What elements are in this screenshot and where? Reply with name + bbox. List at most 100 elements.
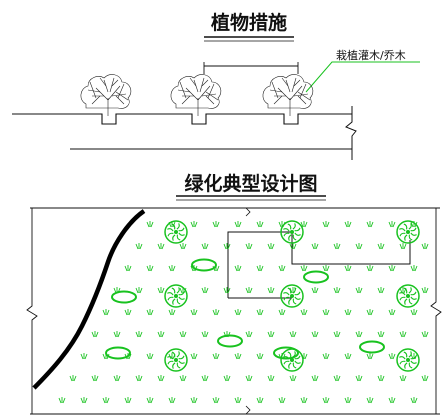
grass-tuft-icon	[146, 397, 154, 404]
grass-tuft-icon	[377, 287, 385, 294]
grass-tuft-icon	[256, 309, 264, 316]
grass-tuft-icon	[421, 287, 429, 294]
grass-tuft-icon	[223, 375, 231, 382]
grass-tuft-icon	[190, 353, 198, 360]
grass-tuft-icon	[377, 331, 385, 338]
grass-tuft-icon	[399, 243, 407, 250]
tree-symbol-icon	[396, 220, 420, 244]
grass-tuft-icon	[157, 331, 165, 338]
break-mark-bottom	[245, 405, 251, 415]
grass-tuft-icon	[410, 265, 418, 272]
grass-tuft-icon	[245, 375, 253, 382]
grass-tuft-icon	[245, 331, 253, 338]
ground-section-line	[12, 113, 352, 125]
grass-tuft-icon	[355, 375, 363, 382]
tree-symbol-layer	[164, 220, 420, 372]
shrub-symbol-icon	[105, 346, 131, 360]
grass-tuft-icon	[234, 309, 242, 316]
grass-tuft-icon	[223, 287, 231, 294]
tree-symbol-icon	[280, 220, 304, 244]
grass-tuft-icon	[333, 287, 341, 294]
grass-tuft-icon	[80, 353, 88, 360]
grass-tuft-icon	[300, 309, 308, 316]
grass-tuft-icon	[256, 397, 264, 404]
grass-tuft-icon	[234, 265, 242, 272]
tree-symbol-icon	[280, 348, 304, 372]
tree-elevation-1	[80, 74, 132, 116]
grass-tuft-icon	[267, 331, 275, 338]
grass-tuft-icon	[91, 375, 99, 382]
grass-tuft-icon	[267, 287, 275, 294]
callout-leader-line	[305, 61, 420, 93]
grass-tuft-icon	[388, 353, 396, 360]
plan-border-right	[430, 208, 442, 414]
grass-tuft-icon	[399, 331, 407, 338]
shrub-tree-callout-label: 栽植灌木/乔木	[336, 48, 406, 62]
plan-border-left	[26, 208, 38, 414]
grass-tuft-icon	[278, 397, 286, 404]
grass-tuft-icon	[333, 243, 341, 250]
grass-tuft-icon	[366, 265, 374, 272]
top-section-title: 植物措施	[211, 11, 287, 34]
grass-tuft-icon	[300, 221, 308, 228]
grass-tuft-icon	[201, 243, 209, 250]
grass-tuft-icon	[267, 375, 275, 382]
grass-tuft-icon	[168, 265, 176, 272]
grass-tuft-icon	[289, 331, 297, 338]
grass-tuft-icon	[179, 331, 187, 338]
grass-tuft-icon	[410, 397, 418, 404]
grass-tuft-icon	[366, 353, 374, 360]
grass-tuft-icon	[388, 221, 396, 228]
grass-tuft-icon	[322, 221, 330, 228]
grass-tuft-icon	[355, 331, 363, 338]
grass-tuft-icon	[355, 287, 363, 294]
grass-tuft-icon	[311, 375, 319, 382]
tree-symbol-icon	[396, 284, 420, 308]
grass-tuft-icon	[146, 309, 154, 316]
road-edge-boundary	[32, 209, 146, 390]
grass-tuft-icon	[80, 397, 88, 404]
shrub-symbol-icon	[303, 270, 329, 284]
tree-symbol-icon	[164, 348, 188, 372]
grass-tuft-icon	[201, 331, 209, 338]
grass-tuft-icon	[256, 353, 264, 360]
grass-tuft-icon	[135, 331, 143, 338]
grass-tuft-icon	[410, 309, 418, 316]
grass-tuft-icon	[69, 375, 77, 382]
grass-tuft-icon	[245, 243, 253, 250]
grass-tuft-icon	[344, 265, 352, 272]
tree-elevation-3	[262, 74, 314, 116]
grass-tuft-icon	[234, 397, 242, 404]
grass-tuft-icon	[267, 243, 275, 250]
grass-tuft-icon	[333, 375, 341, 382]
grass-tuft-icon	[146, 221, 154, 228]
grass-tuft-icon	[256, 265, 264, 272]
grass-tuft-icon	[58, 397, 66, 404]
grass-tuft-icon	[278, 309, 286, 316]
tree-symbol-icon	[396, 348, 420, 372]
grass-tuft-icon	[366, 221, 374, 228]
grass-tuft-icon	[256, 221, 264, 228]
grass-tuft-icon	[300, 397, 308, 404]
grass-tuft-icon	[135, 287, 143, 294]
grass-tuft-icon	[124, 397, 132, 404]
grass-tuft-icon	[421, 331, 429, 338]
grass-tuft-icon	[344, 353, 352, 360]
zone-boundary-line	[227, 231, 411, 298]
section-break-line	[345, 106, 357, 160]
grass-tuft-icon	[311, 331, 319, 338]
grass-tuft-icon	[311, 287, 319, 294]
grass-tuft-icon	[333, 331, 341, 338]
grass-tuft-icon	[201, 287, 209, 294]
grass-tuft-icon	[157, 287, 165, 294]
grass-tuft-icon	[388, 309, 396, 316]
grass-tuft-icon	[146, 353, 154, 360]
grass-tuft-icon	[124, 265, 132, 272]
bottom-section-title: 绿化典型设计图	[184, 172, 317, 195]
grass-tuft-icon	[124, 309, 132, 316]
grass-tuft-icon	[113, 331, 121, 338]
grass-tuft-icon	[377, 243, 385, 250]
shrub-symbol-layer	[105, 258, 385, 360]
shrub-symbol-icon	[273, 346, 299, 360]
grass-tuft-icon	[300, 265, 308, 272]
